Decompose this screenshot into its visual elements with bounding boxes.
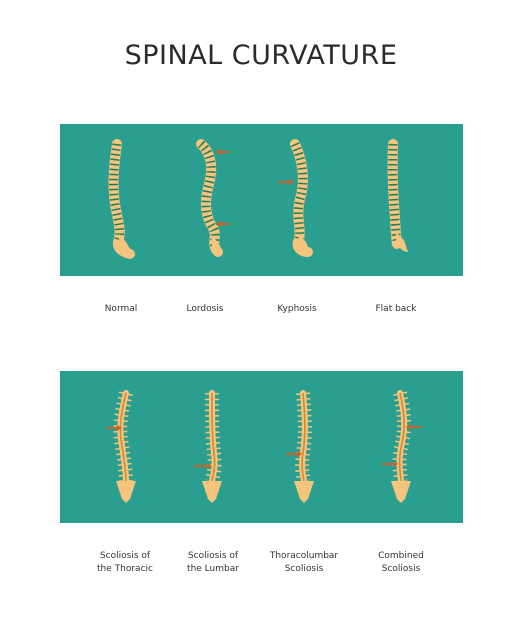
label-kyphosis: Kyphosis: [277, 304, 317, 314]
label-flat-back: Flat back: [375, 304, 417, 314]
spine-combined-scoliosis: [382, 390, 422, 503]
arrow-icon: [194, 463, 212, 469]
arrow-icon: [278, 179, 294, 185]
label-line: the Lumbar: [187, 564, 239, 574]
arrow-icon: [382, 461, 398, 467]
arrow-icon: [406, 424, 422, 430]
label-line: Scoliosis: [381, 564, 421, 574]
label-thoracolumbar-scoliosis: Thoracolumbar Scoliosis: [249, 550, 359, 576]
spine-normal: [108, 139, 135, 259]
side-view-spines: [108, 139, 408, 259]
label-normal: Normal: [104, 304, 138, 314]
arrow-icon: [216, 221, 230, 227]
back-view-spines: [106, 390, 422, 503]
label-line: Scoliosis of: [187, 551, 239, 561]
spine-scoliosis-thoracic: [106, 390, 136, 503]
label-scoliosis-lumbar: Scoliosis of the Lumbar: [158, 550, 268, 576]
side-view-panel: [60, 124, 463, 276]
arrow-icon: [286, 451, 302, 457]
spine-lordosis: [196, 139, 230, 257]
spine-flat-back: [387, 139, 408, 252]
arrow-icon: [106, 425, 122, 431]
spine-kyphosis: [278, 139, 313, 257]
label-lordosis: Lordosis: [186, 304, 224, 314]
page-title: SPINAL CURVATURE: [124, 40, 398, 71]
spine-thoracolumbar-scoliosis: [286, 390, 314, 503]
label-line: Combined: [378, 551, 424, 561]
label-line: the Thoracic: [97, 564, 153, 574]
back-view-panel: [60, 371, 463, 523]
spine-scoliosis-lumbar: [194, 390, 222, 503]
label-line: Scoliosis: [284, 564, 324, 574]
label-line: Scoliosis of: [99, 551, 151, 561]
label-line: Thoracolumbar: [269, 551, 339, 561]
arrow-icon: [216, 149, 230, 155]
label-combined-scoliosis: Combined Scoliosis: [346, 550, 456, 576]
label-scoliosis-thoracic: Scoliosis of the Thoracic: [70, 550, 180, 576]
